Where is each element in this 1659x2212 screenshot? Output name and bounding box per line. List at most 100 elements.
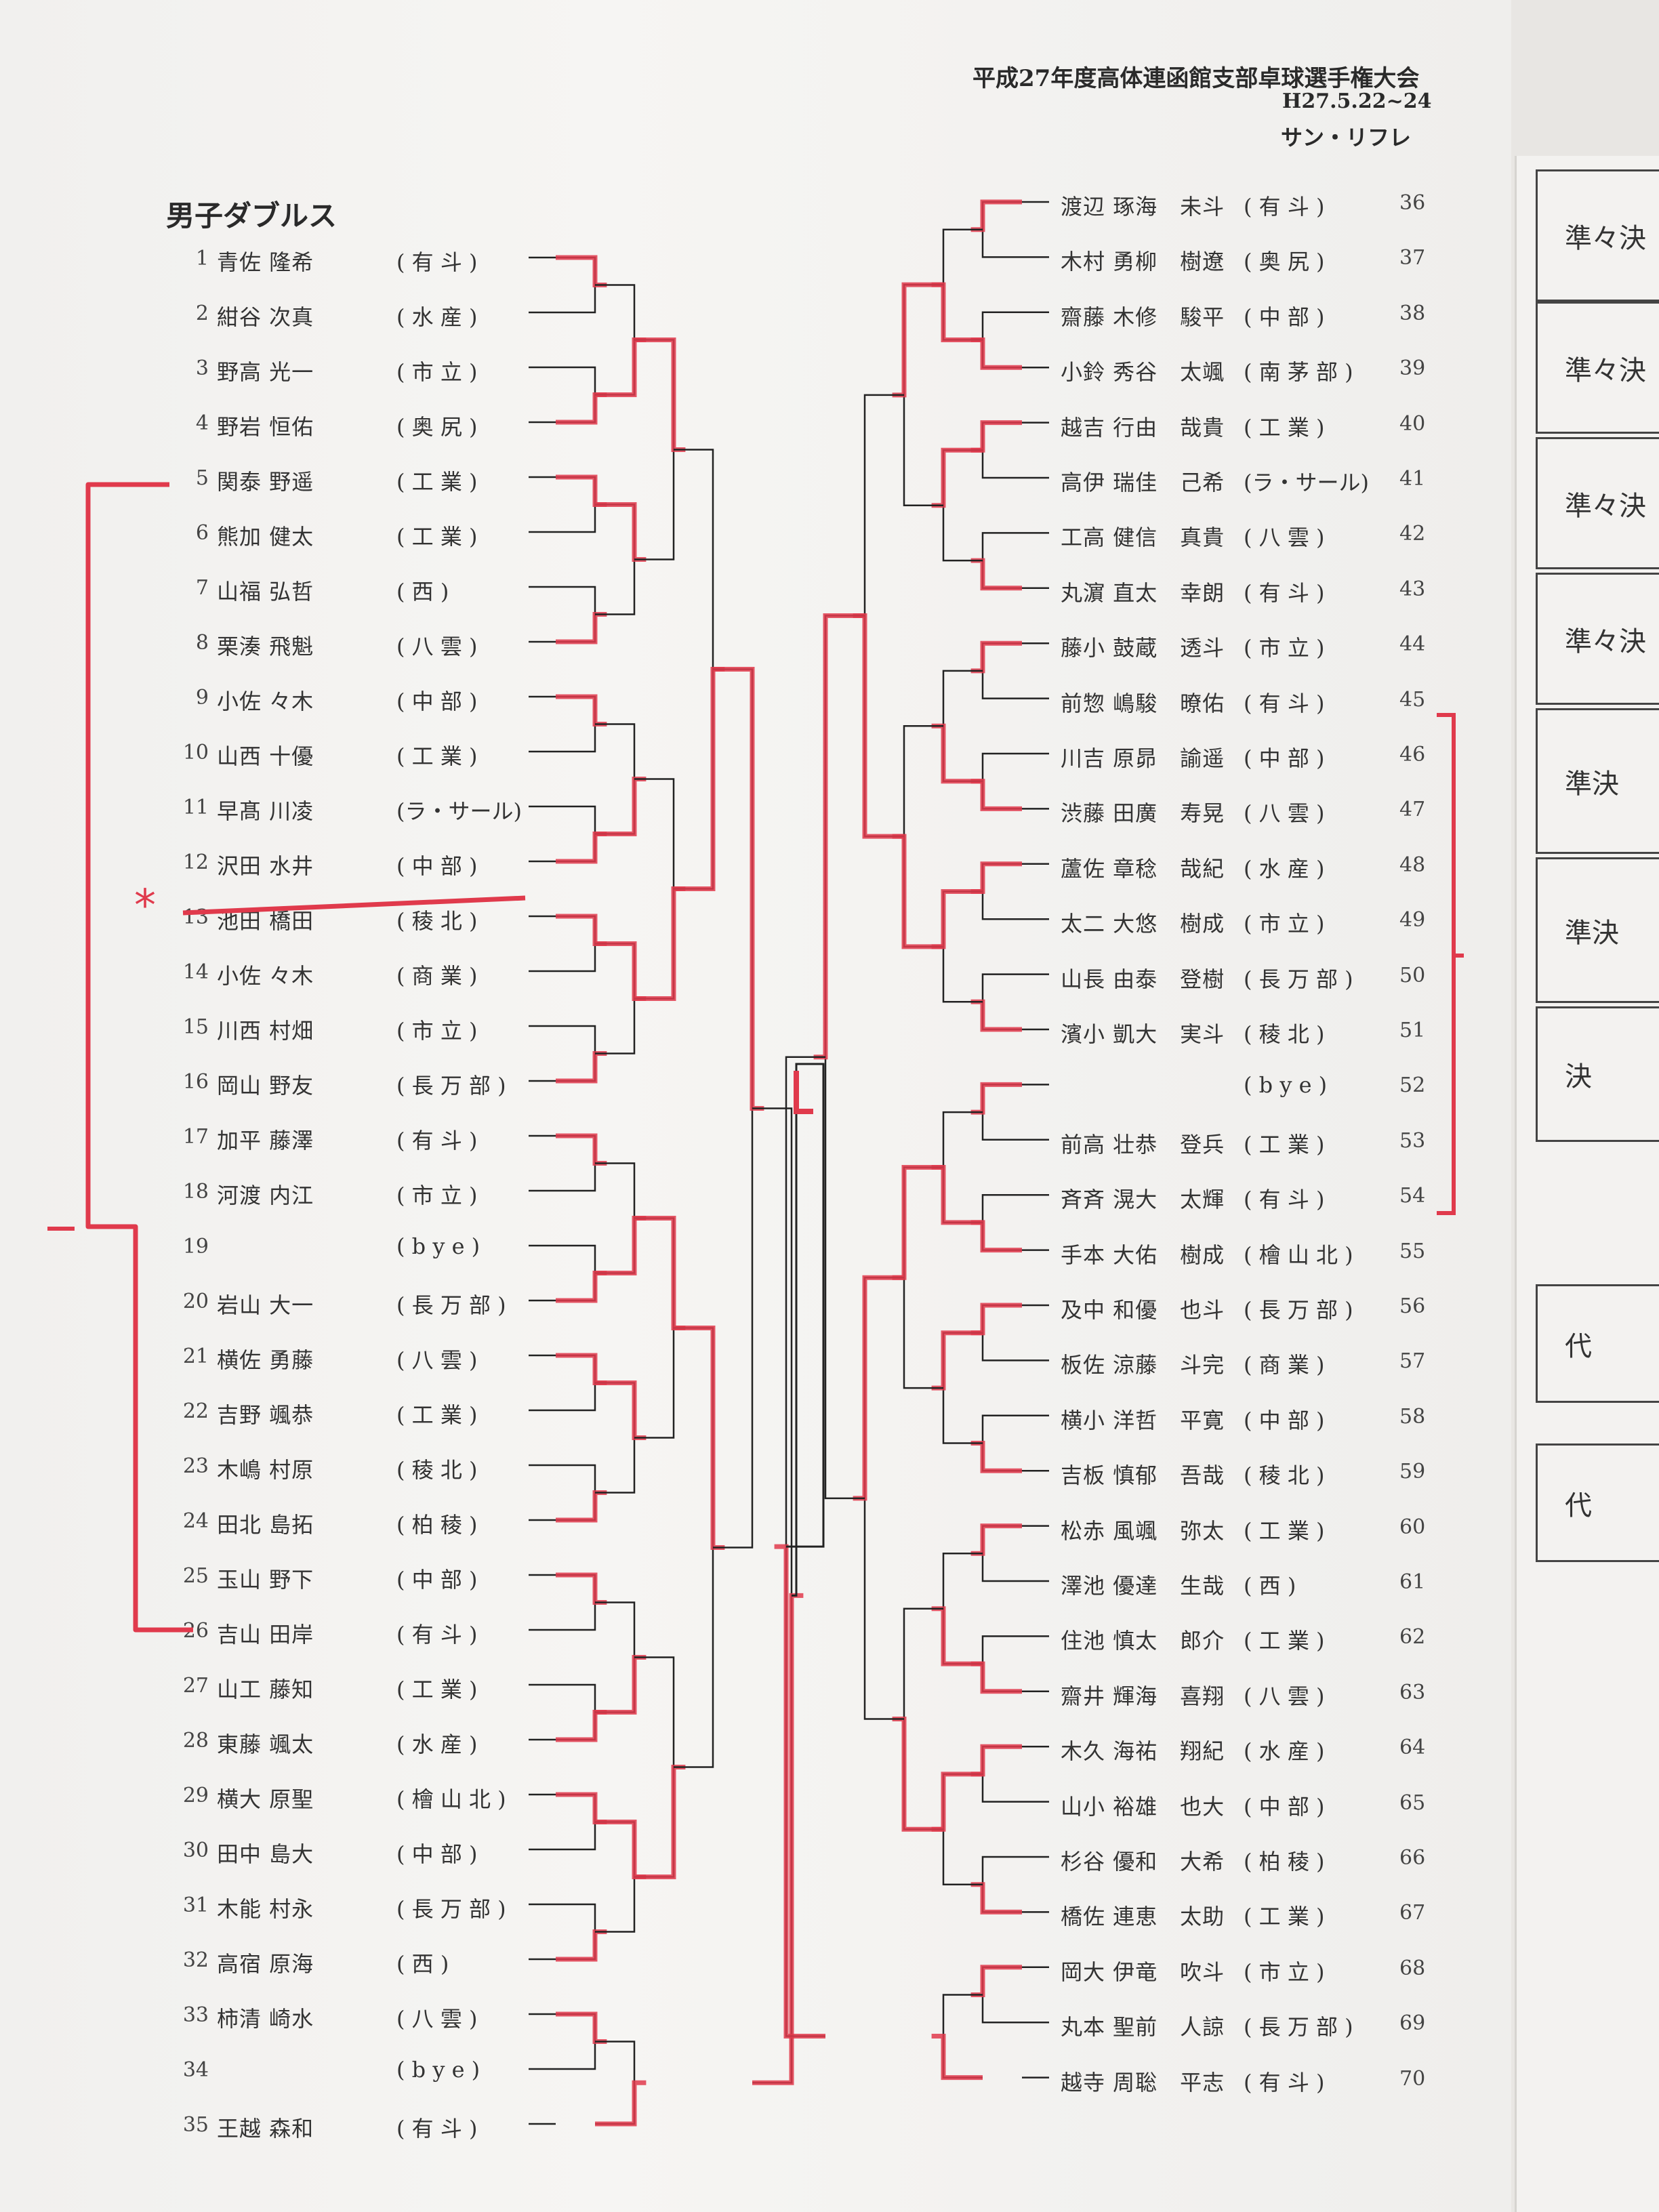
bracket-match	[824, 615, 865, 1500]
player-names: 玉山 野下	[217, 1567, 314, 1593]
school-name: ( 有 斗 )	[396, 1622, 478, 1647]
entry-number: 54	[1399, 1184, 1426, 1208]
entry-number: 65	[1399, 1790, 1426, 1815]
entry-number: 61	[1399, 1570, 1426, 1594]
entry-number: 28	[182, 1729, 209, 1753]
entry-number: 20	[182, 1290, 209, 1313]
winner-path	[595, 777, 647, 836]
bracket-match	[556, 1574, 596, 1631]
winner-path	[970, 861, 1022, 894]
entry-number: 32	[182, 1948, 209, 1972]
bracket-match	[674, 449, 714, 890]
entry-number: 29	[182, 1784, 209, 1807]
bracket-match	[634, 339, 675, 560]
winner-path	[556, 2011, 607, 2044]
school-name: ( 中 部 )	[396, 1841, 478, 1867]
bracket-match	[556, 805, 596, 863]
player-names: 柿清 崎水	[217, 2006, 314, 2032]
bracket-match	[981, 1966, 1022, 2024]
school-name: ( 有 斗 )	[396, 1128, 478, 1153]
player-names: 野岩 恒佑	[217, 414, 314, 440]
bracket-match	[903, 1607, 943, 1830]
entry-number: 59	[1399, 1460, 1426, 1484]
side-round-label: 準々決	[1536, 437, 1659, 569]
entry-number: 4	[195, 411, 209, 435]
winner-path	[713, 667, 764, 1111]
entry-number: 16	[182, 1070, 209, 1094]
event-title: 男子ダブルス	[166, 199, 337, 232]
entry-number: 35	[182, 2113, 209, 2137]
winner-path	[556, 1572, 607, 1605]
bracket-match	[556, 1464, 596, 1521]
side-round-label: 準々決	[1536, 169, 1659, 302]
annotation-bracket-left	[85, 482, 193, 1633]
player-names: 岡大 伊竜 吹斗	[1061, 1959, 1225, 1985]
player-names: 吉山 田岸	[217, 1622, 314, 1647]
player-names: 前惣 嶋駿 暸佑	[1061, 690, 1225, 716]
school-name: ( 中 部 )	[1244, 304, 1325, 330]
school-name: ( 市 立 )	[1244, 1959, 1325, 1985]
annotation-star: *	[134, 881, 156, 931]
player-names: 横大 原聖	[217, 1786, 314, 1812]
school-name: ( 長 万 部 )	[1244, 2014, 1353, 2041]
school-name: ( 工 業 )	[396, 524, 478, 550]
entry-number: 70	[1399, 2066, 1426, 2091]
entry-number: 24	[182, 1509, 209, 1533]
school-name: ( 長 万 部 )	[396, 1292, 506, 1318]
winner-path	[970, 199, 1022, 232]
bracket-match	[595, 1382, 636, 1494]
player-names: 住池 慎太 郎介	[1061, 1628, 1225, 1654]
player-names: 木村 勇柳 樹遼	[1061, 249, 1225, 275]
entry-number: 42	[1399, 522, 1426, 546]
bracket-match	[556, 1244, 596, 1302]
entry-number: 49	[1399, 908, 1426, 933]
player-names: 及中 和優 也斗	[1061, 1297, 1225, 1323]
winner-path	[970, 999, 1022, 1032]
tournament-title: 平成27年度高体連函館支部卓球選手権大会	[972, 65, 1420, 92]
player-names: 青佐 隆希	[217, 249, 314, 275]
winner-path	[556, 1490, 607, 1523]
school-name: ( 八 雲 )	[1244, 525, 1325, 551]
bracket-match	[981, 1856, 1022, 1913]
bracket-match	[981, 642, 1022, 699]
side-round-label: 準決	[1536, 708, 1659, 854]
entry-number: 50	[1399, 963, 1426, 987]
entry-number: 43	[1399, 577, 1426, 601]
entry-number: 19	[182, 1235, 209, 1258]
winner-path	[595, 2080, 647, 2127]
entry-number: 55	[1399, 1239, 1426, 1263]
winner-path	[595, 1820, 647, 1879]
winner-path	[556, 1133, 607, 1166]
school-name: ( 有 斗 )	[1244, 1187, 1325, 1213]
winner-path	[892, 282, 943, 398]
player-names: 斉斉 滉大 太輝	[1061, 1187, 1225, 1213]
winner-path	[970, 1441, 1022, 1473]
bracket-lines	[47, 199, 1464, 2127]
school-name: ( 中 部 )	[1244, 1793, 1325, 1820]
player-names: 木能 村永	[217, 1896, 314, 1922]
bracket-match	[595, 1162, 636, 1274]
school-name: ( 稜 北 )	[396, 1457, 478, 1483]
bracket-match	[556, 476, 596, 533]
bracket-match	[981, 1745, 1022, 1803]
player-names: 工高 健信 真貴	[1061, 525, 1225, 551]
entry-number: 2	[195, 302, 209, 325]
bracket-match	[674, 1327, 714, 1768]
entry-number: 11	[182, 796, 209, 819]
player-names: 杉谷 優和 大希	[1061, 1849, 1225, 1875]
winner-path	[556, 1710, 607, 1742]
entry-number: 51	[1399, 1019, 1426, 1042]
entry-number: 23	[182, 1454, 209, 1478]
side-round-label: 準々決	[1536, 302, 1659, 434]
bracket-match	[942, 1553, 983, 1665]
player-names: 丸濵 直太 幸朗	[1061, 579, 1225, 606]
school-name: ( 長 万 部 )	[396, 1073, 506, 1099]
entry-number: 47	[1399, 798, 1426, 822]
school-name: ( 八 雲 )	[396, 2006, 478, 2032]
player-names: 齋井 輝海 喜翔	[1061, 1683, 1225, 1709]
bracket-match	[863, 1277, 904, 1720]
winner-path	[970, 779, 1022, 811]
bracket-match	[981, 422, 1022, 479]
school-name: ( 八 雲 )	[1244, 800, 1325, 827]
bracket-match	[595, 504, 636, 615]
